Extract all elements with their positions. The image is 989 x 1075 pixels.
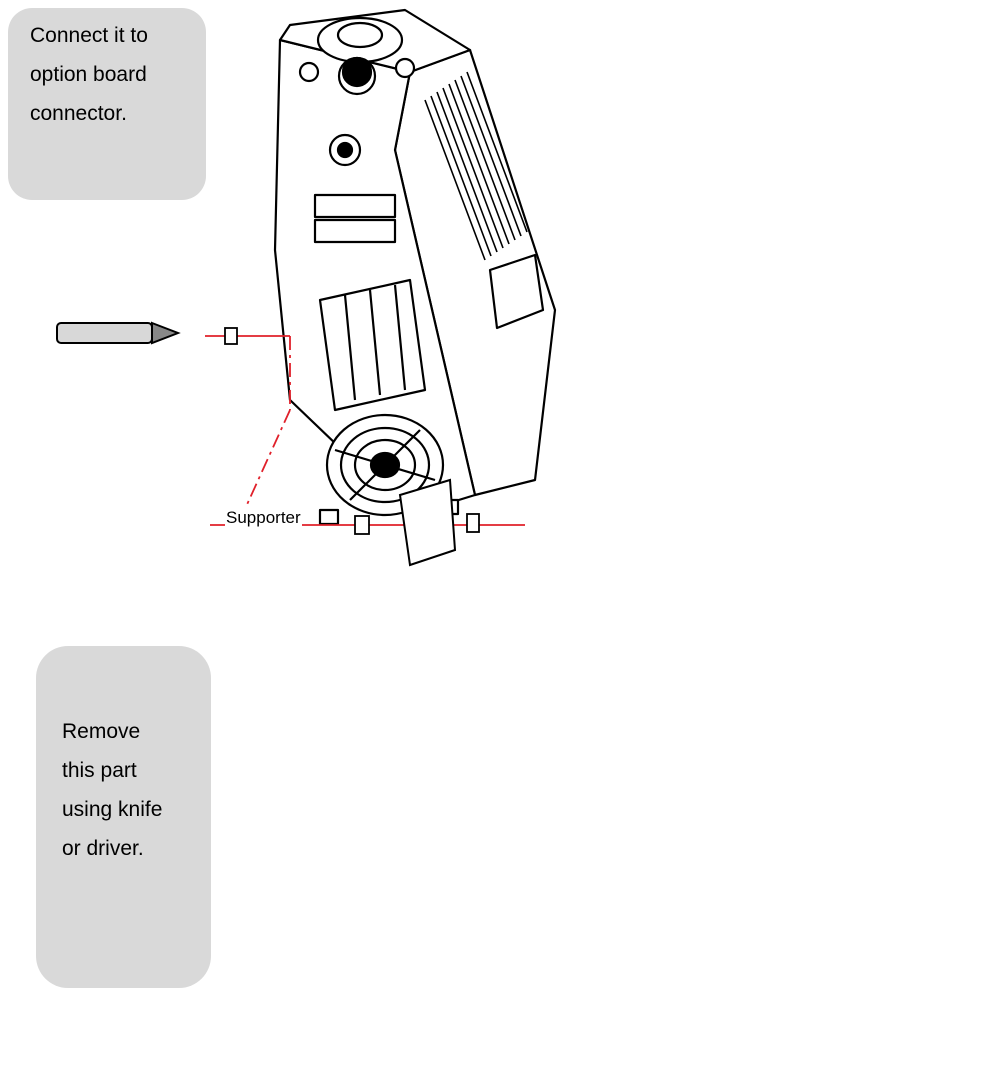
callout-line: option board (30, 63, 147, 86)
screwdriver-icon (56, 321, 181, 345)
supporter-bracket (398, 478, 457, 567)
supporter-label: Supporter (225, 508, 302, 528)
inverter-exploded-panel (273, 8, 557, 526)
callout-line: Connect it to (30, 24, 148, 47)
callout-line: using knife (62, 798, 163, 821)
callout-line: Remove (62, 720, 141, 743)
callout-line: or driver. (62, 837, 144, 860)
connector-callout: Connect it to option board connector. (8, 8, 206, 200)
screw-icon (224, 327, 480, 535)
callout-line: this part (62, 759, 137, 782)
remove-part-callout: Remove this part using knife or driver. (36, 646, 211, 988)
callout-line: connector. (30, 102, 127, 125)
